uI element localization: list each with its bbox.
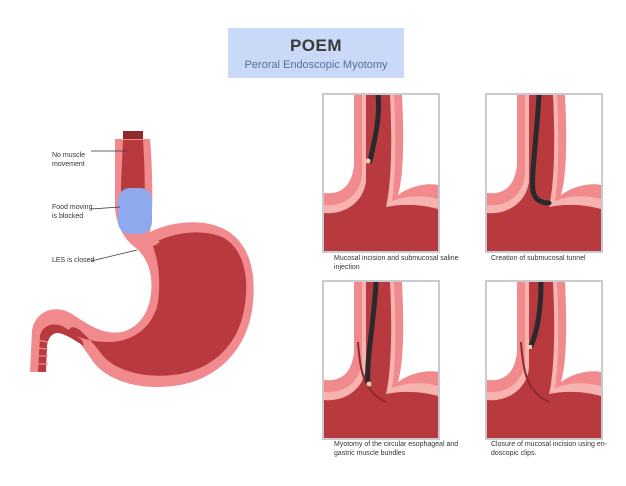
- pointer-food: [90, 206, 121, 210]
- diagram-title: POEM: [289, 36, 343, 55]
- knife-tip: [366, 381, 372, 387]
- stomach-inner: [68, 232, 247, 376]
- diagram-subtitle: Peroral Endoscopic Myotomy: [244, 59, 388, 71]
- les-sphincter: [128, 235, 160, 248]
- label-les-closed: LES is closed: [52, 257, 95, 264]
- title-box: POEM Peroral Endoscopic Myotomy: [228, 28, 404, 78]
- panel-incision: [322, 93, 440, 253]
- label-no-muscle: No muscle movement: [52, 152, 86, 168]
- caption-panel-2: Creation of submucosal tunnel: [491, 255, 586, 262]
- tissue-lumen: [324, 282, 438, 438]
- stomach-illustration: [30, 131, 254, 388]
- caption-panel-4: Closure of mucosal incision using en-dos…: [491, 441, 607, 457]
- myotomy-line: [357, 341, 387, 403]
- caption-panel-3: Myotomy of the circular esophageal and g…: [334, 441, 459, 457]
- endoscope: [530, 95, 552, 206]
- panel-myotomy: [322, 280, 440, 440]
- endoscope: [365, 282, 379, 385]
- pointer-les: [90, 249, 138, 262]
- duodenum: [38, 324, 84, 372]
- duodenum-rings: [36, 339, 49, 365]
- myotomy-line: [520, 341, 550, 403]
- panel-tunnel: [485, 93, 603, 253]
- esophagus-top: [123, 131, 143, 139]
- panel-closure: [485, 280, 603, 440]
- tissue-lumen: [487, 95, 601, 251]
- food-bolus: [118, 188, 152, 234]
- endoscope: [528, 282, 544, 349]
- label-food-blocked: Food moving is blocked: [52, 204, 93, 220]
- needle-tip: [365, 158, 371, 164]
- tissue-lumen: [324, 95, 438, 251]
- tissue-lumen: [487, 282, 601, 438]
- endoscope: [367, 95, 381, 164]
- caption-panel-1: Mucosal incision and submucosal saline i…: [334, 255, 459, 271]
- clip-icon: [527, 345, 532, 349]
